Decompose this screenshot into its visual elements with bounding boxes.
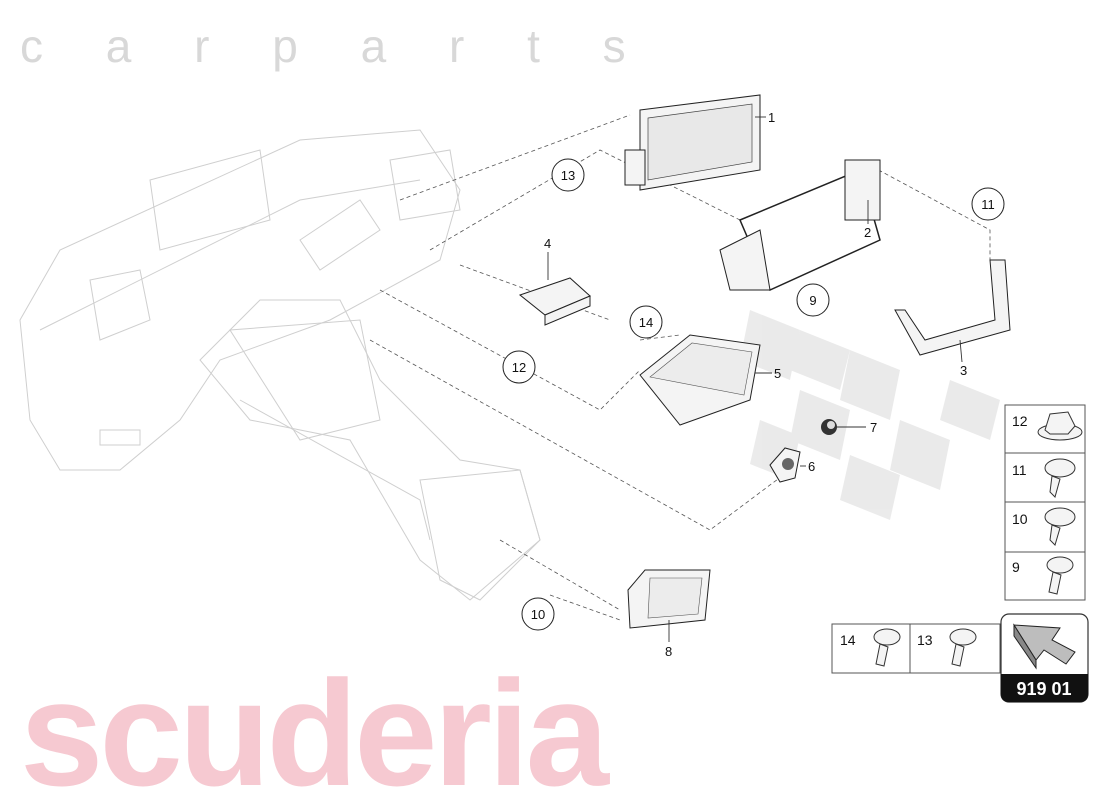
arrow-icon (1013, 623, 1076, 670)
part-6-knob (769, 447, 801, 483)
dashboard-outline (19, 129, 541, 601)
assembly-lines (369, 114, 991, 621)
callout-14: 14 (639, 315, 653, 330)
leader-lines (547, 116, 963, 642)
bolt-icon (873, 628, 901, 667)
callout-10: 10 (531, 607, 545, 622)
callout-1: 1 (768, 110, 775, 125)
part-2-bracket (719, 159, 881, 291)
part-3-frame (894, 259, 1011, 356)
callout-8: 8 (665, 644, 672, 659)
view-badge: 919 01 (1000, 613, 1089, 703)
callout-13: 13 (561, 168, 575, 183)
callout-6: 6 (808, 459, 815, 474)
screw-icon (1044, 507, 1076, 546)
callout-12: 12 (512, 360, 526, 375)
callout-7: 7 (870, 420, 877, 435)
part-5-unit (639, 334, 761, 426)
watermark-sub: c a r p a r t s (20, 20, 651, 72)
fastener-num-13: 13 (917, 632, 933, 648)
screw-icon (1044, 458, 1076, 498)
callout-5: 5 (774, 366, 781, 381)
part-8-panel (627, 569, 711, 629)
callout-2: 2 (864, 225, 871, 240)
part-1-display (624, 94, 761, 191)
fastener-num-11: 11 (1012, 462, 1027, 478)
nut-icon (1037, 411, 1083, 441)
badge-code: 919 01 (1016, 679, 1071, 699)
fastener-num-12: 12 (1012, 413, 1028, 429)
part-4-module (518, 277, 591, 326)
callout-3: 3 (960, 363, 967, 378)
callout-11: 11 (981, 197, 995, 212)
watermark-brand: scuderia (20, 649, 611, 800)
part-7-cap (821, 419, 837, 435)
fastener-column: 12 11 10 9 (1004, 404, 1086, 601)
fastener-num-14: 14 (840, 632, 856, 648)
fastener-num-9: 9 (1012, 559, 1020, 575)
callout-9: 9 (809, 293, 816, 308)
fastener-num-10: 10 (1012, 511, 1028, 527)
callout-4: 4 (544, 236, 551, 251)
fastener-row: 14 13 (831, 623, 1001, 674)
bolt-icon (949, 628, 977, 667)
bolt-icon (1046, 556, 1074, 595)
callouts: 1 2 3 4 5 6 7 8 13 11 9 14 12 10 (502, 110, 1005, 659)
